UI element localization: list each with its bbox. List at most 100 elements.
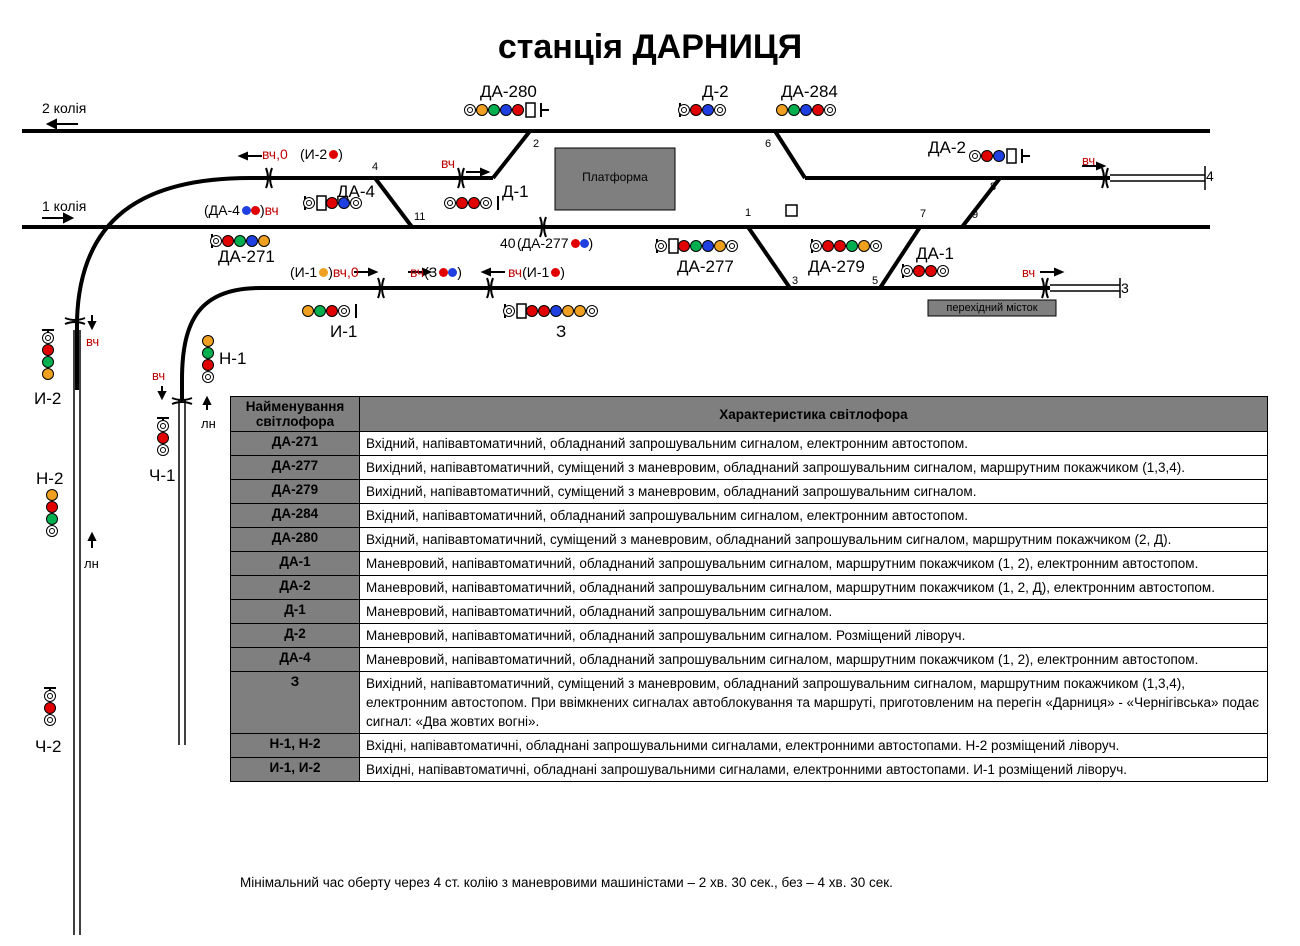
- note-da4-paren: (ДА-4)вч: [204, 202, 279, 218]
- signal-d1-lamp-2: [468, 197, 480, 209]
- signal-z-lamp-3: [526, 305, 538, 317]
- signal-i1-lamp-3-inner: [341, 308, 347, 314]
- signal-da280-route-box: [525, 102, 536, 118]
- signal-name-cell: ДА-284: [230, 503, 360, 528]
- arrow-3-right: [1040, 267, 1065, 277]
- signal-da280-lamp-3: [500, 104, 512, 116]
- arrow-track2-left: [45, 118, 78, 130]
- arrow-track1-right: [42, 212, 75, 224]
- header-desc: Характеристика світлофора: [359, 396, 1268, 432]
- note-i2-paren: (И-2): [300, 146, 343, 162]
- crossover-4-11: [373, 176, 414, 229]
- joint-3-b: [486, 277, 494, 299]
- track-40-label: 40: [500, 235, 516, 251]
- bridge-label: перехідний місток: [946, 302, 1038, 314]
- signal-da271-lamp-1-inner: [213, 238, 219, 244]
- signal-label-da1: ДА-1: [916, 244, 954, 263]
- signal-name-cell: ДА-2: [230, 575, 360, 600]
- signal-desc-cell: Вхідні, напівавтоматичні, обладнані запр…: [359, 733, 1268, 758]
- signal-desc-cell: Вихідний, напівавтоматичний, суміщений з…: [359, 671, 1268, 734]
- note-ln-n1: лн: [201, 416, 216, 431]
- signal-i2-lamp-3: [42, 356, 54, 368]
- track-1-label: 1 колія: [42, 198, 87, 214]
- joint-4-a: [265, 167, 273, 189]
- signal-name-cell: З: [230, 671, 360, 734]
- signal-label-da271: ДА-271: [218, 247, 275, 266]
- page-title: станція ДАРНИЦЯ: [497, 28, 803, 66]
- signal-da280-lamp-4: [512, 104, 524, 116]
- signal-name-cell: ДА-277: [230, 455, 360, 480]
- signal-da279-lamp-6-inner: [873, 243, 879, 249]
- joint-40-b: [457, 167, 465, 189]
- arrow-vch0-left: [237, 151, 262, 161]
- switch-11: 11: [414, 211, 426, 223]
- signal-da2-lamp-1: [981, 150, 993, 162]
- signal-ch1-lamp-3-inner: [160, 447, 166, 453]
- direction-arrows: [42, 118, 1107, 548]
- signal-da4-route-box: [316, 195, 327, 211]
- signal-i2-lamp-4: [42, 368, 54, 380]
- switch-3: 3: [792, 275, 799, 287]
- signal-d2-lamp-3: [702, 104, 714, 116]
- signal-da279-lamp-2: [822, 240, 834, 252]
- arrow-i2-down: [87, 315, 97, 331]
- signal-label-d1: Д-1: [502, 182, 529, 201]
- signal-i2-lamp-2: [42, 344, 54, 356]
- note-z-paren: вч(З): [410, 264, 462, 280]
- signal-da271-lamp-4: [246, 235, 258, 247]
- arrow-i1-vch-left: [480, 267, 505, 277]
- arrow-n1-up: [202, 395, 212, 410]
- signal-da279-lamp-3: [834, 240, 846, 252]
- signal-da4-lamp-3: [326, 197, 338, 209]
- signal-da277-lamp-4: [690, 240, 702, 252]
- signal-n1-lamp-1: [202, 347, 214, 359]
- signal-label-da2: ДА-2: [928, 138, 966, 157]
- arrow-i1-vch0-right: [354, 267, 379, 277]
- signal-z-lamp-4: [538, 305, 550, 317]
- signal-name-cell: ДА-4: [230, 647, 360, 672]
- signal-d2-lamp-4-inner: [717, 107, 723, 113]
- bridge-rect: [927, 299, 1057, 317]
- signal-ch2-lamp-1-inner: [47, 693, 53, 699]
- signal-label-i1: И-1: [330, 322, 358, 341]
- signal-n2-lamp-3-inner: [49, 528, 55, 534]
- note-vch-i2: вч: [86, 334, 100, 349]
- signal-n2-lamp-2: [46, 513, 58, 525]
- signal-heads: [42, 102, 1030, 726]
- switch-2: 2: [533, 138, 540, 150]
- signal-d1-lamp-1: [456, 197, 468, 209]
- signal-da277-route-box: [668, 238, 679, 254]
- switch-7: 7: [920, 208, 927, 220]
- signal-ch1-lamp-1-inner: [160, 423, 166, 429]
- signal-z-route-box: [516, 303, 527, 319]
- signal-label-da4: ДА-4: [337, 182, 375, 201]
- signal-da1-lamp-2: [913, 265, 925, 277]
- note-vch0: вч,0: [262, 146, 288, 162]
- signal-i1-lamp-1: [314, 305, 326, 317]
- platform-rect: [554, 147, 676, 211]
- signal-desc-cell: Вхідний, напівавтоматичний, обладнаний з…: [359, 503, 1268, 528]
- signal-da277-lamp-5: [702, 240, 714, 252]
- signal-ch2-lamp-2: [44, 702, 56, 714]
- note-vch-ch1: вч: [152, 368, 166, 383]
- signal-name-cell: Д-2: [230, 623, 360, 648]
- signal-da2-route-box: [1006, 148, 1017, 164]
- signal-label-da280: ДА-280: [480, 82, 537, 101]
- insulating-joints: [64, 167, 1109, 405]
- signal-da284-lamp-2: [800, 104, 812, 116]
- signal-label-n2: Н-2: [36, 469, 64, 488]
- signal-da284-lamp-3: [812, 104, 824, 116]
- signal-desc-cell: Маневровий, напівавтоматичний, обладнани…: [359, 551, 1268, 576]
- track-3-label: 3: [1121, 280, 1129, 296]
- signal-desc-cell: Маневровий, напівавтоматичний, обладнани…: [359, 623, 1268, 648]
- joint-4-c: [1101, 167, 1109, 189]
- signal-i1-lamp-0: [302, 305, 314, 317]
- signal-d1-lamp-3-inner: [483, 200, 489, 206]
- note-ln-n2: лн: [84, 556, 99, 571]
